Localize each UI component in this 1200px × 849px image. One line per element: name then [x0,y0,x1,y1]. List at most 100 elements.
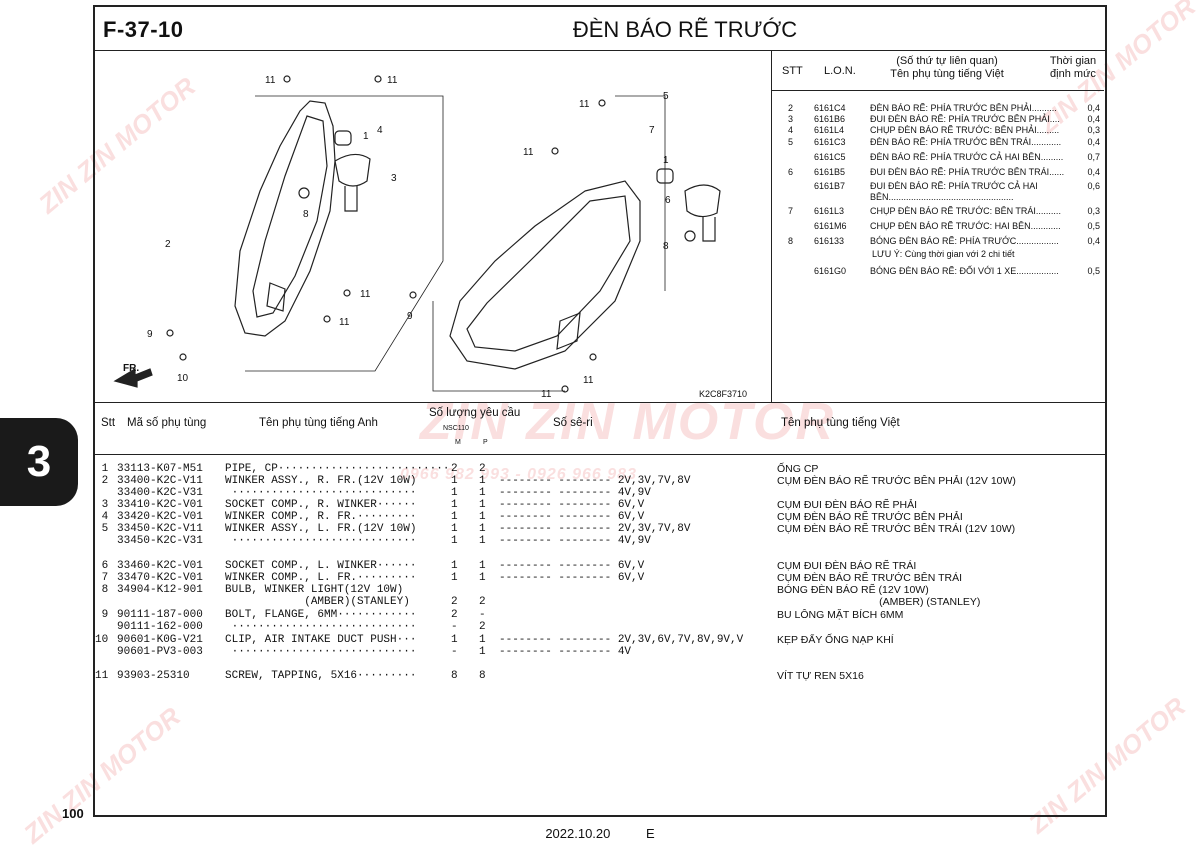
lon-code: 6161C4 [814,103,846,113]
part-name-en: ···························· [225,621,417,633]
part-row-no: 10 [95,634,109,646]
part-qty-m: 1 [451,535,458,547]
part-number: 33420-K2C-V01 [117,511,203,523]
parts-table-row: 33450-K2C-V31 ··························… [95,535,1105,547]
svg-text:10: 10 [177,373,189,384]
part-qty-p: 2 [479,596,486,608]
parts-table-row: 10 90601-K0G-V21 CLIP, AIR INTAKE DUCT PUS… [95,634,1105,646]
lon-stt: 8 [788,236,794,246]
parts-header-stt: Stt [101,417,116,429]
part-row-no: 9 [95,609,109,621]
part-row-no: 11 [95,670,109,682]
part-name-en: WINKER ASSY., L. FR.(12V 10W) [225,523,417,535]
part-qty-p: 1 [479,523,486,535]
part-name-vi: ỐNG CP [777,463,819,475]
part-serial: -------- -------- 6V,V [499,560,645,572]
lon-name: BÓNG ĐÈN BÁO RẼ: PHÍA TRƯỚC.............… [870,236,1059,246]
socket-right-stem [344,186,358,212]
svg-text:11: 11 [339,317,350,328]
part-serial: -------- -------- 2V,3V,7V,8V [499,475,691,487]
lon-name: ĐUI ĐÈN BÁO RẼ: PHÍA TRƯỚC CẢ HAI BÊN...… [870,181,1038,202]
svg-text:K2C8F3710: K2C8F3710 [699,389,747,399]
lon-name: CHỤP ĐÈN BÁO RẼ TRƯỚC: HAI BÊN..........… [870,221,1061,231]
part-row-no: 2 [95,475,109,487]
socket-left-stem [702,217,716,242]
svg-text:11: 11 [583,375,594,386]
svg-text:4: 4 [377,125,383,136]
parts-header-col-p: P [483,439,488,446]
svg-text:7: 7 [649,125,655,136]
part-row-no: 1 [95,463,109,475]
svg-text:11: 11 [360,289,371,300]
svg-text:1: 1 [363,131,369,142]
labor-operation-table: STT L.O.N. (Số thứ tự liên quan) Tên phụ… [771,51,1105,403]
chapter-tab: 3 [0,418,78,506]
part-name-vi: KẸP ĐẨY ỐNG NẠP KHÍ [777,634,894,646]
part-serial: -------- -------- 2V,3V,6V,7V,8V,9V,V [499,634,744,646]
part-number: 90601-PV3-003 [117,646,203,658]
lon-code: 6161B6 [814,114,846,124]
lon-name: ĐÈN BÁO RẼ: PHÍA TRƯỚC CẢ HAI BÊN.......… [870,152,1064,162]
lon-header-stt: STT [782,65,803,77]
svg-text:9: 9 [147,329,153,340]
lon-name: ĐÈN BÁO RẼ: PHÍA TRƯỚC BÊN PHẢI.........… [870,103,1057,113]
part-number: 90601-K0G-V21 [117,634,203,646]
lon-code: 6161B7 [814,181,846,191]
part-qty-p: 1 [479,634,486,646]
lon-code: 6161L4 [814,125,845,135]
footer-edition: E [646,826,655,841]
part-number: 33400-K2C-V31 [117,487,203,499]
socket-right-part [334,153,371,187]
part-number: 90111-187-000 [117,609,203,621]
lon-code: 6161M6 [814,221,847,231]
part-qty-p: 1 [479,535,486,547]
parts-header-qty: Số lượng yêu cầu [429,407,521,419]
part-name-en: ···························· [225,646,417,658]
part-row-no: 4 [95,511,109,523]
part-number: 93903-25310 [117,670,190,682]
footer: 2022.10.20 E [0,826,1200,841]
lon-stt: 4 [788,125,794,135]
part-qty-p: 1 [479,572,486,584]
svg-text:5: 5 [663,91,669,102]
part-name-en: WINKER COMP., L. FR.········· [225,572,417,584]
part-number: 34904-K12-901 [117,584,203,596]
lon-stt: 3 [788,114,794,124]
part-serial: -------- -------- 4V,9V [499,535,651,547]
lon-header-name: (Số thứ tự liên quan) Tên phụ tùng tiếng… [872,55,1022,81]
bulb-right-part [684,230,696,242]
svg-text:2: 2 [165,239,171,250]
svg-text:FR.: FR. [123,363,139,374]
page-number: 100 [62,806,84,821]
svg-text:11: 11 [265,75,276,86]
part-name-en: CLIP, AIR INTAKE DUCT PUSH··· [225,634,417,646]
parts-table-row: 90601-PV3-003 ··························… [95,646,1105,658]
lon-code: 6161C3 [814,137,846,147]
page-title: ĐÈN BÁO RẼ TRƯỚC [572,17,798,42]
parts-table-row: 11 93903-25310 SCREW, TAPPING, 5X16·······… [95,670,1105,682]
lon-header-name-line2: Tên phụ tùng tiếng Việt [890,68,1004,80]
part-qty-p: 1 [479,487,486,499]
lon-time: 0,4 [1087,137,1100,147]
part-qty-m: 1 [451,634,458,646]
lon-name: ĐÈN BÁO RẼ: PHÍA TRƯỚC BÊN TRÁI.........… [870,137,1062,147]
part-serial: -------- -------- 6V,V [499,499,645,511]
leader-box-left [245,95,444,372]
part-row-no: 3 [95,499,109,511]
lon-time: 0,3 [1087,206,1100,216]
part-qty-m: 1 [451,572,458,584]
part-number: 90111-162-000 [117,621,203,633]
part-name-en: WINKER ASSY., R. FR.(12V 10W) [225,475,417,487]
lon-header-time: Thời gian định mức [1042,55,1104,81]
lon-time: 0,4 [1087,236,1100,246]
part-qty-m: - [451,646,458,658]
part-name-vi: CỤM ĐÈN BÁO RẼ TRƯỚC BÊN TRÁI (12V 10W) [777,523,1016,535]
part-name-en: SCREW, TAPPING, 5X16········· [225,670,417,682]
lon-time: 0,7 [1087,152,1100,162]
lon-table-header: STT L.O.N. (Số thứ tự liên quan) Tên phụ… [772,51,1104,91]
parts-header-name-vi: Tên phụ tùng tiếng Việt [781,417,900,429]
lon-name: ĐUI ĐÈN BÁO RẼ: PHÍA TRƯỚC BÊN PHẢI.... [870,114,1060,124]
part-name-en: BOLT, FLANGE, 6MM············ [225,609,417,621]
part-name-vi: CỤM ĐÈN BÁO RẼ TRƯỚC BÊN TRÁI [777,572,963,584]
